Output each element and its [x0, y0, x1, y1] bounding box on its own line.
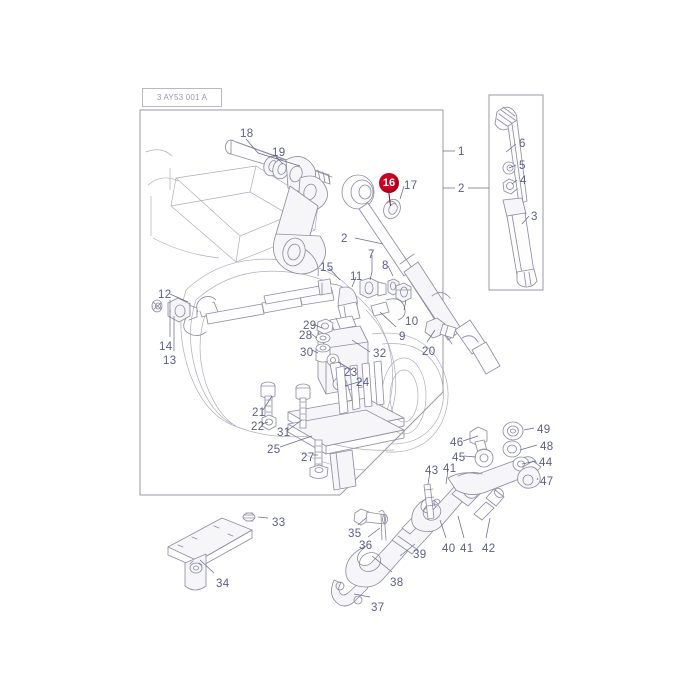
part-20-plug — [424, 317, 457, 339]
part-number-label: 40 — [442, 543, 456, 555]
part-28-washer — [315, 333, 331, 343]
lift-arm-linkage — [272, 156, 328, 277]
part-31-bolt-vertical — [295, 383, 311, 429]
part-17-washer — [383, 198, 401, 220]
highlight-marker-16[interactable]: 16 — [379, 173, 399, 207]
part-21-22-bolt-nut — [260, 381, 277, 431]
part-number-label: 5 — [519, 160, 526, 172]
part-45-46-ball-joint — [469, 426, 494, 468]
part-19-bush — [263, 155, 290, 180]
part-29-nut — [316, 318, 334, 335]
part-number-label: 2 — [341, 233, 348, 245]
part-number-label: 44 — [539, 457, 553, 469]
leader-lines — [169, 138, 539, 598]
part-number-label: 13 — [163, 355, 177, 367]
detail-part-3-tube — [502, 197, 538, 288]
part-13-14-connector — [167, 297, 198, 323]
part-number-label: 42 — [482, 543, 496, 555]
part-number-label: 11 — [350, 271, 363, 283]
mounting-plate-assembly — [287, 360, 405, 491]
hydraulic-pipe-lower — [183, 289, 349, 337]
part-33-plug — [242, 512, 256, 522]
part-number-label: 4 — [520, 175, 527, 187]
part-42-pin — [473, 487, 505, 521]
part-number-label: 6 — [519, 138, 526, 150]
part-number-label: 49 — [537, 424, 551, 436]
part-number-label: 37 — [371, 602, 385, 614]
part-number-label: 43 — [425, 465, 439, 477]
part-number-label: 39 — [413, 549, 427, 561]
marker-number: 16 — [382, 177, 396, 189]
part-number-label: 31 — [277, 427, 291, 439]
part-12-fitting — [151, 299, 163, 313]
part-number-label: 15 — [320, 262, 334, 274]
part-35-pin — [353, 508, 388, 526]
part-36-split-pin — [378, 510, 387, 541]
part-number-label: 30 — [300, 347, 314, 359]
part-number-label: 9 — [399, 331, 406, 343]
part-number-label: 10 — [405, 316, 419, 328]
part-number-label: 23 — [344, 367, 358, 379]
part-11-elbow — [335, 286, 361, 335]
part-number-label: 29 — [303, 320, 317, 332]
part-30-spacer — [315, 343, 331, 363]
part-number-label: 2 — [458, 183, 465, 195]
part-number-label: 36 — [359, 540, 373, 552]
part-number-label: 34 — [216, 578, 230, 590]
part-number-label: 20 — [422, 346, 436, 358]
part-number-label: 25 — [267, 444, 281, 456]
part-9-10-elbow — [370, 282, 412, 321]
marker-bubble — [379, 173, 399, 193]
part-number-label: 22 — [251, 421, 265, 433]
part-34-bracket — [167, 517, 253, 591]
detail-part-6-rod — [494, 106, 528, 205]
part-number-label: 19 — [272, 147, 286, 159]
drawing-sheet-number: 3 AY53 001 A — [142, 88, 222, 107]
part-number-label: 38 — [390, 577, 404, 589]
part-number-label: 28 — [299, 330, 313, 342]
detail-frame-right — [488, 94, 544, 291]
part-number-label: 47 — [540, 476, 554, 488]
part-number-label: 12 — [158, 289, 172, 301]
part-48-49-bushes — [502, 421, 524, 458]
part-number-label: 41 — [460, 543, 474, 555]
part-number-label: 45 — [452, 452, 466, 464]
part-43-shaft — [423, 483, 436, 520]
part-number-label: 8 — [382, 260, 389, 272]
part-number-label: 7 — [368, 249, 375, 261]
part-number-label: 1 — [458, 146, 465, 158]
part-2-lift-rod-assembly — [341, 174, 501, 375]
part-number-label: 41 — [443, 463, 457, 475]
part-number-label: 27 — [301, 452, 315, 464]
part-number-label: 18 — [240, 128, 254, 140]
part-number-label: 35 — [348, 528, 362, 540]
part-number-label: 33 — [272, 517, 286, 529]
part-number-label: 46 — [450, 437, 464, 449]
part-number-label: 3 — [531, 211, 538, 223]
part-number-label: 14 — [159, 341, 173, 353]
part-number-label: 24 — [356, 377, 370, 389]
part-number-label: 48 — [540, 441, 554, 453]
main-assembly-frame — [139, 109, 444, 496]
part-number-label: 21 — [252, 407, 266, 419]
part-number-label: 17 — [404, 180, 418, 192]
part-7-8-union — [359, 277, 400, 299]
part-27-bolt-lower — [309, 439, 329, 479]
part-number-label: 32 — [373, 348, 387, 360]
